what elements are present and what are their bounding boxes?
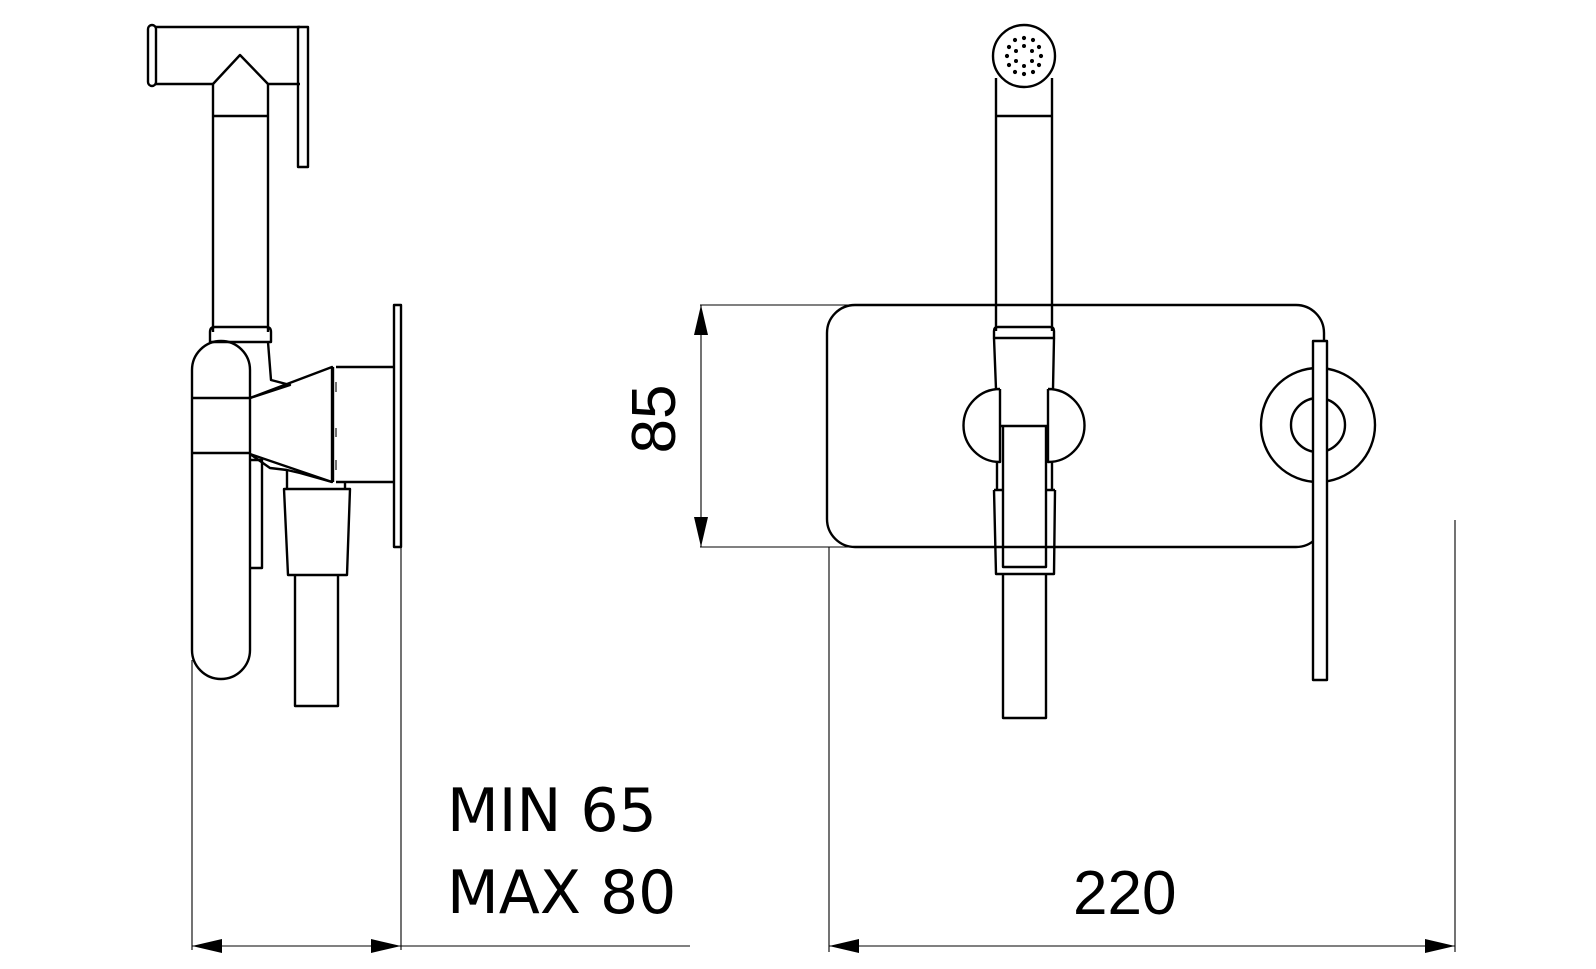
arrow-right-icon <box>371 939 401 953</box>
mixer-body-block <box>336 365 394 484</box>
front-shower-handle <box>992 78 1056 390</box>
holder-bracket <box>962 387 1086 576</box>
depth-min-label: MIN 65 <box>447 776 657 846</box>
width-dimension <box>828 520 1456 953</box>
arrow-up-icon <box>694 305 708 335</box>
wall-flange <box>392 303 403 549</box>
nozzle-dots-icon <box>1004 35 1044 77</box>
plate-width-label: 220 <box>1073 859 1177 928</box>
depth-dimension <box>191 547 690 953</box>
cover-plate <box>825 303 1326 549</box>
spray-face <box>991 23 1057 89</box>
hand-shower-trigger <box>296 25 310 169</box>
mixer-lever <box>190 339 264 681</box>
height-dimension <box>694 304 900 548</box>
arrow-right-icon <box>1425 939 1455 953</box>
side-view <box>146 23 403 708</box>
front-view <box>825 23 1377 720</box>
hose-connector <box>282 470 352 577</box>
front-mixer-lever <box>1311 339 1329 682</box>
plate-height-label: 85 <box>620 384 689 454</box>
depth-max-label: MAX 80 <box>447 858 677 928</box>
arrow-left-icon <box>192 939 222 953</box>
front-hose <box>1001 574 1048 720</box>
hand-shower-head <box>146 23 300 88</box>
arrow-left-icon <box>829 939 859 953</box>
hose <box>293 575 340 708</box>
hand-shower-handle <box>208 84 273 344</box>
arrow-down-icon <box>694 517 708 547</box>
